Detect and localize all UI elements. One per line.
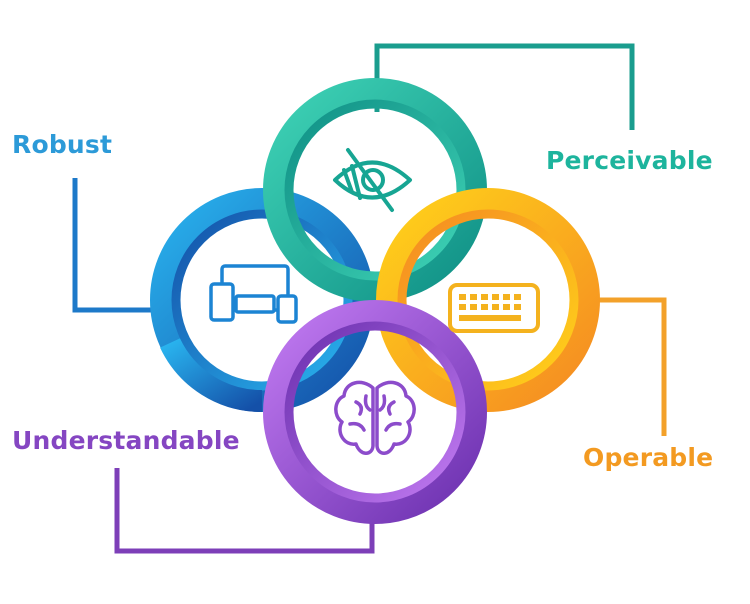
robust-label: Robust — [12, 130, 113, 159]
keyboard-icon — [448, 283, 540, 333]
understandable-label: Understandable — [12, 426, 240, 455]
operable-connector — [595, 297, 667, 436]
robust-ring-overlap — [160, 338, 263, 413]
perceivable-label: Perceivable — [546, 146, 713, 175]
understandable-ring — [263, 300, 487, 524]
understandable-connector — [114, 468, 375, 554]
robust-connector — [72, 178, 155, 313]
operable-label: Operable — [583, 443, 714, 472]
operable-ring — [376, 188, 600, 412]
hidden-eye-icon — [333, 148, 412, 212]
devices-icon — [209, 264, 298, 324]
brain-icon — [334, 380, 416, 455]
